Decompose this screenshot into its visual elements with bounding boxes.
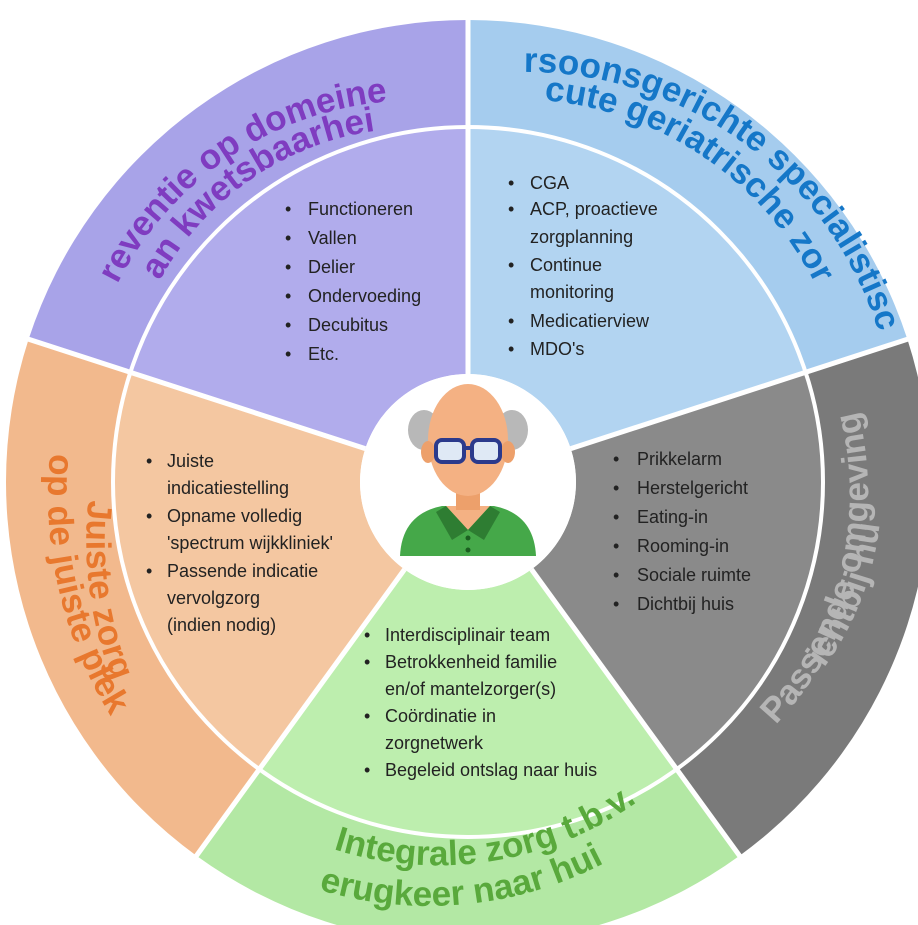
list-item: Juiste	[167, 451, 214, 471]
svg-text:•: •	[613, 507, 619, 527]
list-item: Etc.	[308, 344, 339, 364]
list-item: Prikkelarm	[637, 449, 722, 469]
sector-passende-outer	[676, 339, 918, 856]
sector-integrale-outer	[196, 769, 740, 925]
list-item: MDO's	[530, 339, 584, 359]
elderly-man-glasses-icon	[400, 384, 536, 556]
list-item: Herstelgericht	[637, 478, 748, 498]
list-item: Passende indicatie	[167, 561, 318, 581]
sector-divider-line	[192, 567, 407, 861]
svg-text:•: •	[285, 228, 291, 248]
list-item: Ondervoeding	[308, 286, 421, 306]
list-item: Begeleid ontslag naar huis	[385, 760, 597, 780]
sector-divider-line	[569, 335, 912, 452]
svg-text:•: •	[364, 706, 370, 726]
list-item: Sociale ruimte	[637, 565, 751, 585]
persoonsgericht-list: • CGA • ACP, proactieve zorgplanning • Cont…	[508, 173, 658, 359]
outer-ring	[6, 20, 918, 925]
inner-ring-border	[111, 125, 825, 839]
sector-juiste-outer	[6, 339, 260, 856]
sector-preventie-outer	[28, 20, 469, 373]
list-item: Delier	[308, 257, 355, 277]
list-item: Rooming-in	[637, 536, 729, 556]
svg-text:•: •	[613, 536, 619, 556]
list-item: ACP, proactieve	[530, 199, 658, 219]
list-item-continued: vervolgzorg	[167, 588, 260, 608]
list-item-continued: en/of mantelzorger(s)	[385, 679, 556, 699]
svg-text:•: •	[146, 506, 152, 526]
list-item: Betrokkenheid familie	[385, 652, 557, 672]
svg-text:•: •	[285, 315, 291, 335]
svg-text:•: •	[364, 625, 370, 645]
juiste-list: • Juiste indicatiestelling • Opname volled…	[146, 451, 333, 635]
svg-text:•: •	[285, 286, 291, 306]
svg-text:•: •	[285, 344, 291, 364]
list-item: Medicatierview	[530, 311, 650, 331]
svg-text:•: •	[613, 478, 619, 498]
svg-text:•: •	[508, 311, 514, 331]
sector-persoonsgericht-inner	[468, 127, 806, 449]
sector-integrale-inner	[259, 569, 677, 837]
preventie-list: • Functioneren • Vallen • Delier • Ondervoed…	[285, 199, 421, 364]
list-item: Interdisciplinair team	[385, 625, 550, 645]
list-item: Functioneren	[308, 199, 413, 219]
svg-text:•: •	[508, 255, 514, 275]
sector-divider-line	[529, 567, 744, 861]
list-item: Coördinatie in	[385, 706, 496, 726]
svg-text:•: •	[364, 652, 370, 672]
list-item-continued: 'spectrum wijkkliniek'	[167, 533, 333, 553]
list-item: Continue	[530, 255, 602, 275]
sector-persoonsgericht-outer	[468, 20, 908, 373]
svg-text:•: •	[613, 449, 619, 469]
list-item: Decubitus	[308, 315, 388, 335]
sector-preventie-inner	[130, 127, 468, 449]
list-item-continued: (indien nodig)	[167, 615, 276, 635]
inner-ring	[113, 127, 823, 837]
integrale-list: • Interdisciplinair team • Betrokkenheid f…	[364, 625, 597, 780]
svg-text:•: •	[508, 199, 514, 219]
svg-text:•: •	[285, 199, 291, 219]
passende-list: • Prikkelarm • Herstelgericht • Eating-in •…	[613, 449, 751, 614]
sector-divider-line	[24, 335, 367, 452]
svg-text:•: •	[508, 339, 514, 359]
svg-text:•: •	[146, 451, 152, 471]
list-item: Vallen	[308, 228, 357, 248]
sector-juiste-inner	[113, 372, 405, 770]
svg-text:•: •	[285, 257, 291, 277]
svg-text:•: •	[508, 173, 514, 193]
list-item: Opname volledig	[167, 506, 302, 526]
svg-text:•: •	[364, 760, 370, 780]
sector-dividers	[24, 16, 912, 861]
svg-text:•: •	[613, 594, 619, 614]
list-item-continued: zorgplanning	[530, 227, 633, 247]
svg-text:•: •	[613, 565, 619, 585]
list-item: CGA	[530, 173, 569, 193]
svg-text:•: •	[146, 561, 152, 581]
list-item-continued: zorgnetwerk	[385, 733, 484, 753]
list-item-continued: indicatiestelling	[167, 478, 289, 498]
list-item: Eating-in	[637, 507, 708, 527]
sector-passende-inner	[531, 372, 823, 770]
list-item-continued: monitoring	[530, 282, 614, 302]
list-item: Dichtbij huis	[637, 594, 734, 614]
